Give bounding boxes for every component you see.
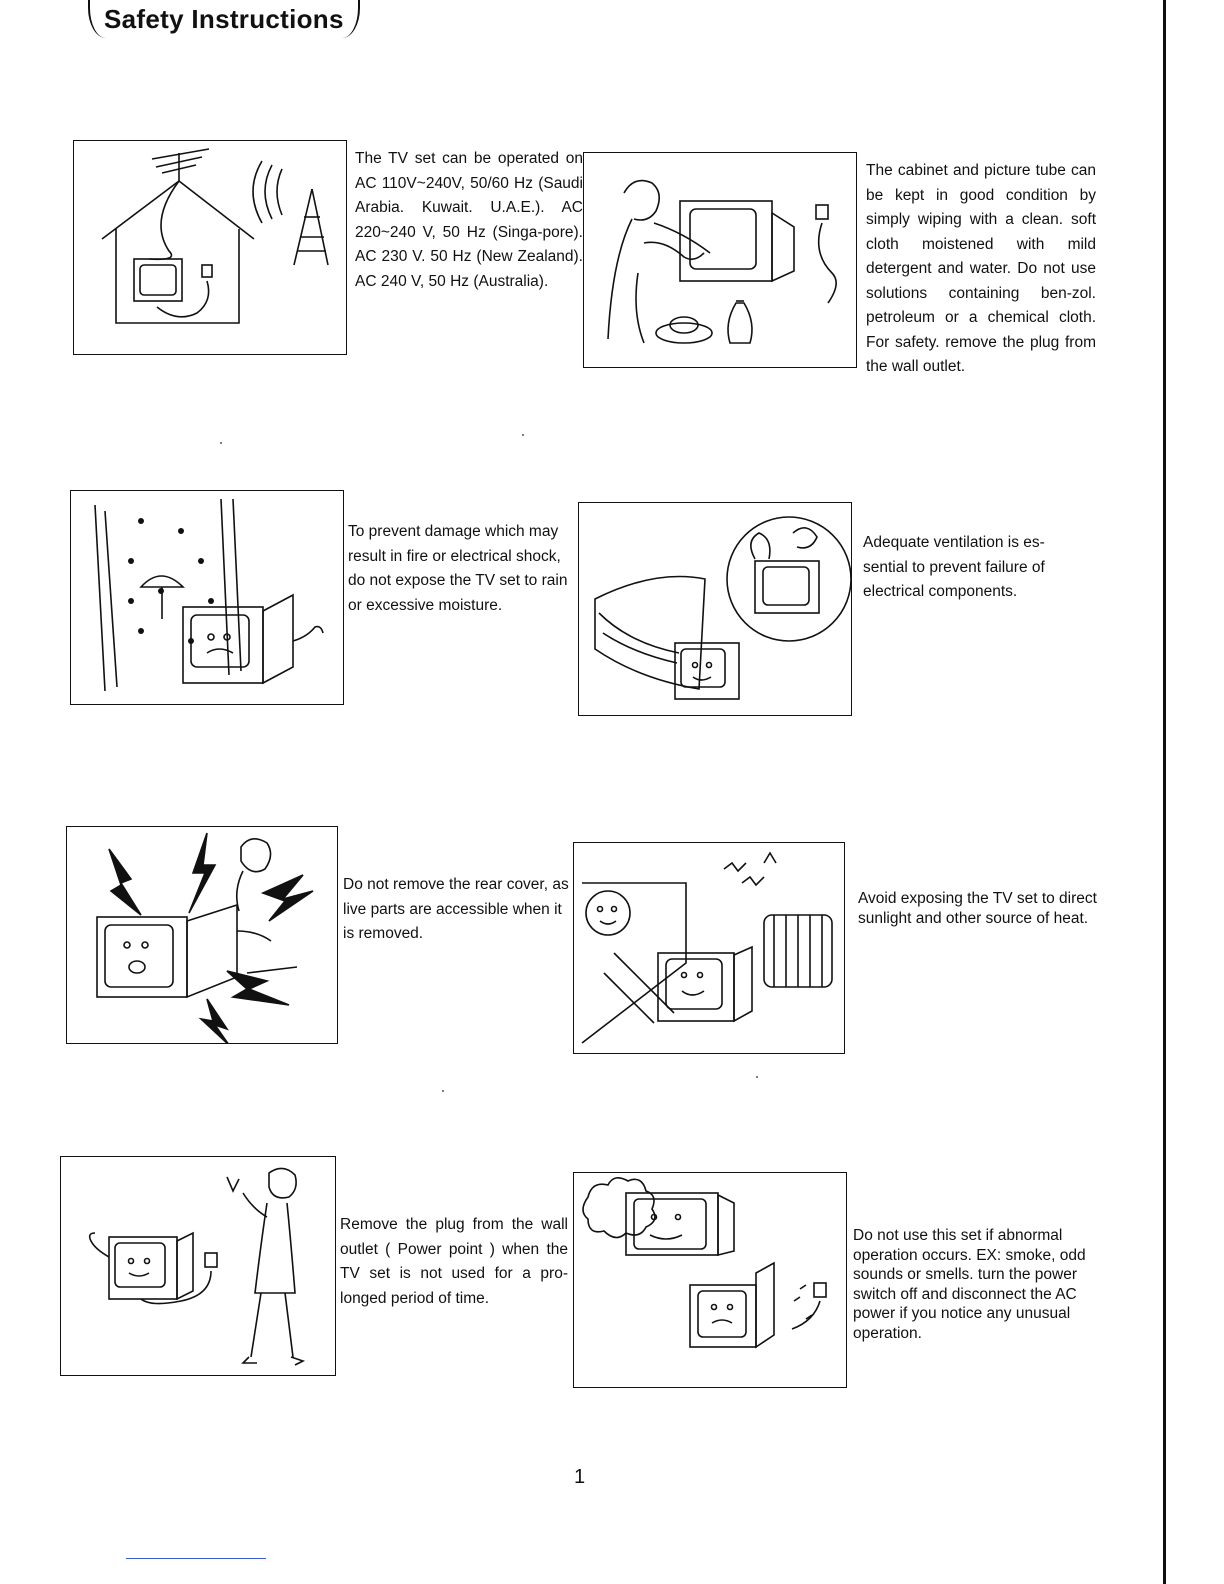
- item-5-text: Do not remove the rear cover, as live pa…: [343, 876, 569, 942]
- scan-speck: [756, 1076, 758, 1078]
- footer-link-underline: [126, 1558, 266, 1559]
- scan-speck: [522, 434, 524, 436]
- page-title: Safety Instructions: [88, 0, 360, 38]
- scan-speck: [442, 1090, 444, 1092]
- antenna-house-icon: [73, 140, 347, 355]
- smoking-tv-icon: [573, 1172, 847, 1388]
- rain-tv-icon: [70, 490, 344, 705]
- unplug-tv-icon: [60, 1156, 336, 1376]
- item-7-text: Remove the plug from the wall outlet ( P…: [340, 1216, 568, 1307]
- electric-shock-tv-icon: [66, 826, 338, 1044]
- item-6-text: Avoid exposing the TV set to direct sunl…: [858, 890, 1097, 927]
- sun-heater-tv-icon: [573, 842, 845, 1054]
- item-2-text: The cabinet and picture tube can be kept…: [866, 162, 1096, 375]
- item-8-text: Do not use this set if abnormal operatio…: [853, 1227, 1086, 1342]
- scan-speck: [220, 442, 222, 444]
- page-right-edge-rule: [1163, 0, 1166, 1584]
- page-number: 1: [574, 1466, 586, 1488]
- item-3-text: To prevent damage which may result in fi…: [348, 523, 568, 614]
- ventilation-tv-icon: [578, 502, 852, 716]
- item-4-text: Adequate ventilation is es-sential to pr…: [863, 534, 1045, 600]
- item-1-text: The TV set can be operated on AC 110V~24…: [355, 150, 583, 290]
- cleaning-tv-icon: [583, 152, 857, 368]
